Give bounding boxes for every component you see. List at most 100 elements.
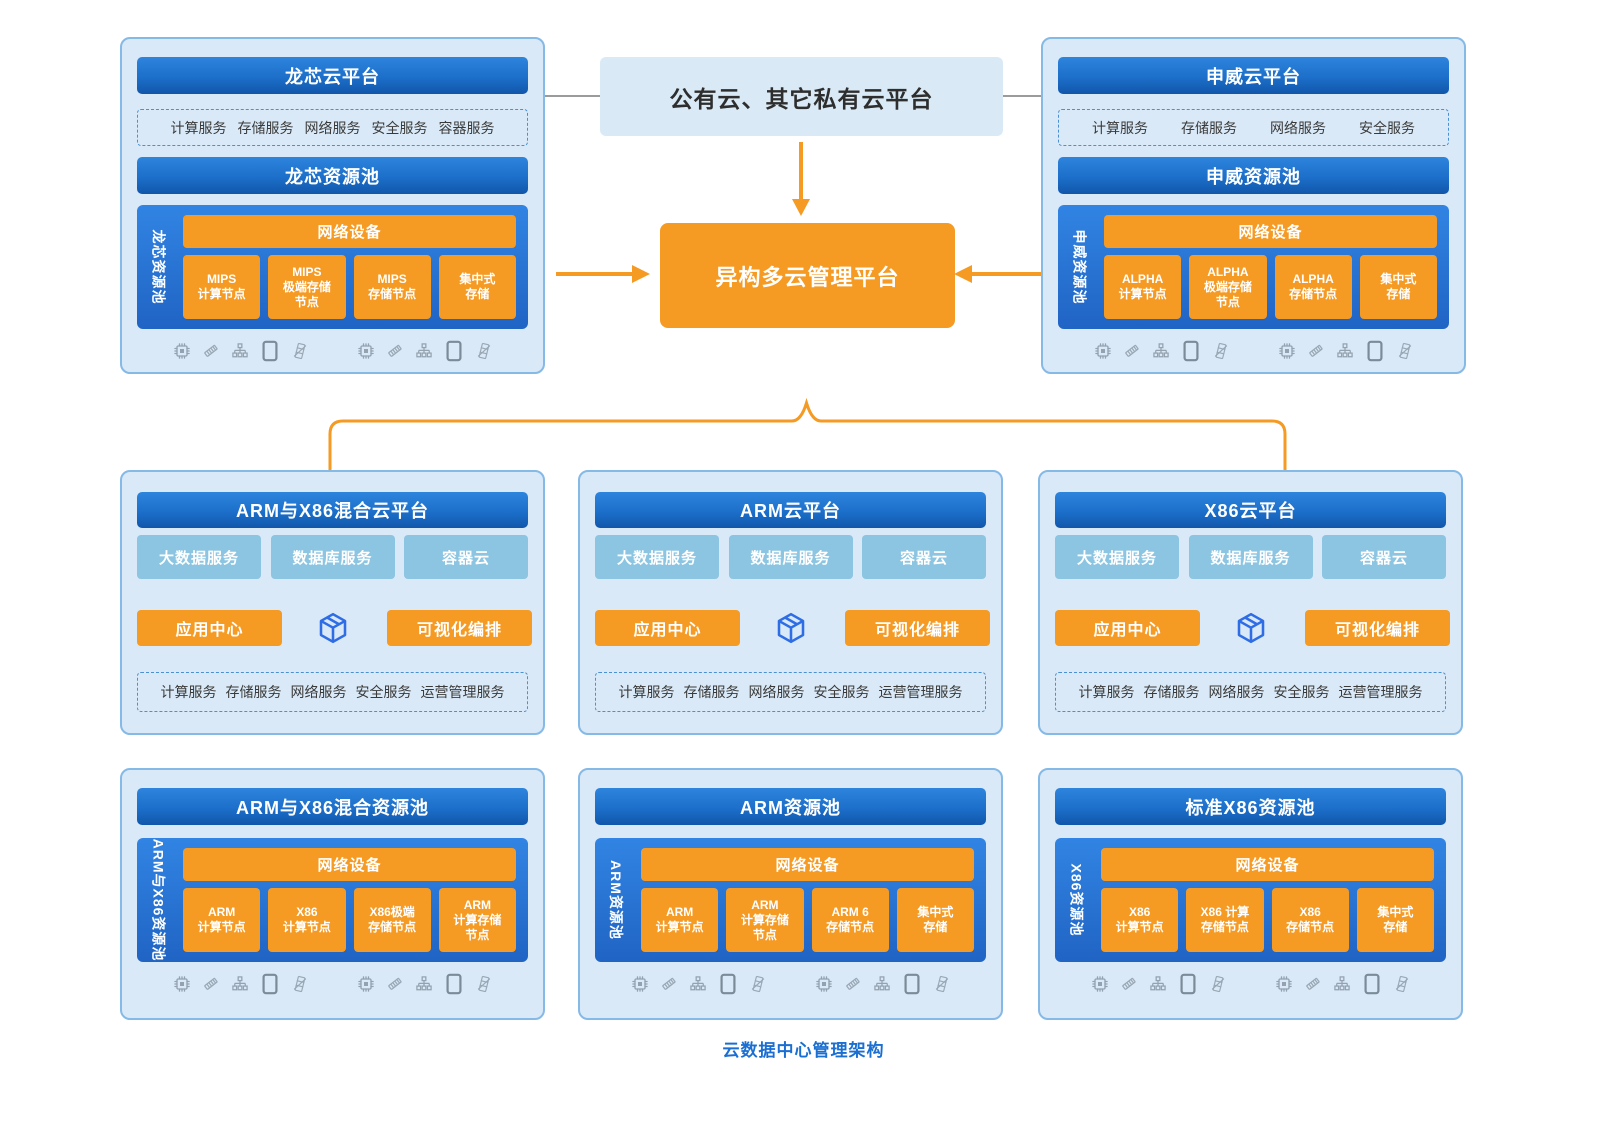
chip-bigdata: 大数据服务	[595, 535, 719, 579]
tablet-icon	[261, 340, 278, 362]
panel-arm-x86-hybrid-pool: ARM与X86混合资源池 ARM与X86资源池 网络设备 ARM 计算节点 X8…	[120, 768, 545, 1020]
panel-title: ARM与X86混合资源池	[235, 797, 430, 818]
service-item: 安全服务	[371, 119, 428, 136]
panel-title: 龙芯云平台	[285, 66, 380, 87]
topology-icon	[873, 976, 890, 991]
memory-icon	[203, 344, 218, 357]
service-item: 存储服务	[237, 119, 294, 136]
panel-title-bar: 标准X86资源池	[1055, 788, 1446, 825]
panel-title-bar: 龙芯云平台	[137, 57, 528, 94]
arrow-right-into-platform	[556, 265, 650, 283]
service-item: 计算服务	[1078, 684, 1135, 700]
pool-title: 龙芯资源池	[285, 166, 380, 187]
topology-icon	[1152, 343, 1169, 358]
services-row: 计算服务 存储服务 网络服务 安全服务 容器服务	[137, 109, 528, 146]
node-box: X86 计算节点	[268, 888, 346, 952]
node-box: ARM 计算存储 节点	[438, 888, 516, 952]
cabinet-icon	[751, 975, 764, 993]
tablet-icon	[261, 973, 278, 995]
service-item: 网络服务	[1270, 119, 1326, 136]
node-box: 集中式 存储	[1356, 888, 1434, 952]
node-box: ALPHA 极端存储 节点	[1189, 255, 1267, 319]
service-item: 安全服务	[355, 684, 412, 700]
node-box: 集中式 存储	[438, 255, 516, 319]
chip-container-cloud: 容器云	[404, 535, 528, 579]
arrow-down	[792, 142, 810, 216]
orchestration-box: 可视化编排	[387, 610, 532, 646]
orchestration-box: 可视化编排	[1305, 610, 1450, 646]
topology-icon	[689, 976, 706, 991]
cube-icon-wrap	[1229, 606, 1273, 650]
hardware-icon-group	[172, 339, 310, 363]
service-item: 运营管理服务	[878, 684, 963, 700]
service-item: 容器服务	[438, 119, 495, 136]
services-row: 计算服务 存储服务 网络服务 安全服务 运营管理服务	[137, 672, 528, 712]
service-item: 存储服务	[683, 684, 740, 700]
node-box: MIPS 存储节点	[353, 255, 431, 319]
link-left	[545, 95, 600, 97]
services-row: 计算服务 存储服务 网络服务 安全服务 运营管理服务	[1055, 672, 1446, 712]
service-item: 计算服务	[1092, 119, 1148, 136]
panel-arm-cloud: ARM云平台 大数据服务 数据库服务 容器云 应用中心 可视化编排 计算服务 存…	[578, 470, 1003, 735]
hardware-icons-row	[580, 972, 1001, 996]
service-item: 计算服务	[160, 684, 217, 700]
pool-title: 申威资源池	[1206, 166, 1301, 187]
panel-loongson-cloud: 龙芯云平台 计算服务 存储服务 网络服务 安全服务 容器服务 龙芯资源池 龙芯资…	[120, 37, 545, 374]
panel-title-bar: 申威云平台	[1058, 57, 1449, 94]
memory-icon	[387, 344, 402, 357]
topology-icon	[231, 976, 248, 991]
panel-arm-x86-hybrid-cloud: ARM与X86混合云平台 大数据服务 数据库服务 容器云 应用中心 可视化编排 …	[120, 470, 545, 735]
panel-sunway-cloud: 申威云平台 计算服务 存储服务 网络服务 安全服务 申威资源池 申威资源池 网络…	[1041, 37, 1466, 374]
service-chips-row: 大数据服务 数据库服务 容器云	[1055, 535, 1446, 579]
hardware-icon-group	[1274, 972, 1412, 996]
pool-title-bar: 龙芯资源池	[137, 157, 528, 194]
pool-side-label: X86资源池	[1068, 863, 1085, 937]
memory-icon	[1124, 344, 1139, 357]
panel-title: 申威云平台	[1206, 66, 1301, 87]
topology-icon	[1333, 976, 1350, 991]
pool-title-bar: 申威资源池	[1058, 157, 1449, 194]
tablet-icon	[719, 973, 736, 995]
hardware-icon-group	[814, 972, 952, 996]
management-platform-label: 异构多云管理平台	[715, 264, 900, 290]
node-box: 集中式 存储	[1359, 255, 1437, 319]
pool-side-label: 申威资源池	[1071, 229, 1087, 305]
link-right	[1003, 95, 1041, 97]
service-item: 存储服务	[1181, 119, 1237, 136]
node-box: ARM 计算存储 节点	[726, 888, 804, 952]
tablet-icon	[445, 973, 462, 995]
node-box: X86 计算 存储节点	[1186, 888, 1264, 952]
node-box: ALPHA 存储节点	[1274, 255, 1352, 319]
cabinet-icon	[1395, 975, 1408, 993]
chip-database: 数据库服务	[1188, 535, 1313, 579]
management-platform-box: 异构多云管理平台	[660, 223, 955, 328]
services-row: 计算服务 存储服务 网络服务 安全服务 运营管理服务	[595, 672, 986, 712]
node-row: ARM 计算节点 ARM 计算存储 节点 ARM 6 存储节点 集中式 存储	[641, 888, 974, 952]
node-box: MIPS 计算节点	[183, 255, 261, 319]
node-box: ARM 计算节点	[641, 888, 719, 952]
cpu-icon	[1091, 976, 1108, 992]
chip-database: 数据库服务	[270, 535, 395, 579]
chip-bigdata: 大数据服务	[1055, 535, 1179, 579]
service-item: 存储服务	[1143, 684, 1200, 700]
cpu-icon	[173, 976, 190, 992]
service-chips-row: 大数据服务 数据库服务 容器云	[137, 535, 528, 579]
panel-title-bar: ARM与X86混合资源池	[137, 788, 528, 825]
app-center-box: 应用中心	[595, 610, 740, 646]
panel-title-bar: ARM资源池	[595, 788, 986, 825]
chip-container-cloud: 容器云	[862, 535, 986, 579]
cube-icon	[777, 612, 804, 644]
service-item: 安全服务	[813, 684, 870, 700]
memory-icon	[1305, 977, 1320, 990]
public-cloud-label: 公有云、其它私有云平台	[669, 85, 934, 112]
memory-icon	[661, 977, 676, 990]
topology-icon	[231, 343, 248, 358]
cube-icon	[1237, 612, 1264, 644]
tablet-icon	[903, 973, 920, 995]
node-box: MIPS 极端存储 节点	[268, 255, 346, 319]
panel-title: 标准X86资源池	[1185, 797, 1316, 818]
network-devices-bar: 网络设备	[1101, 848, 1434, 881]
cabinet-icon	[935, 975, 948, 993]
cpu-icon	[1275, 976, 1292, 992]
cabinet-icon	[1211, 975, 1224, 993]
